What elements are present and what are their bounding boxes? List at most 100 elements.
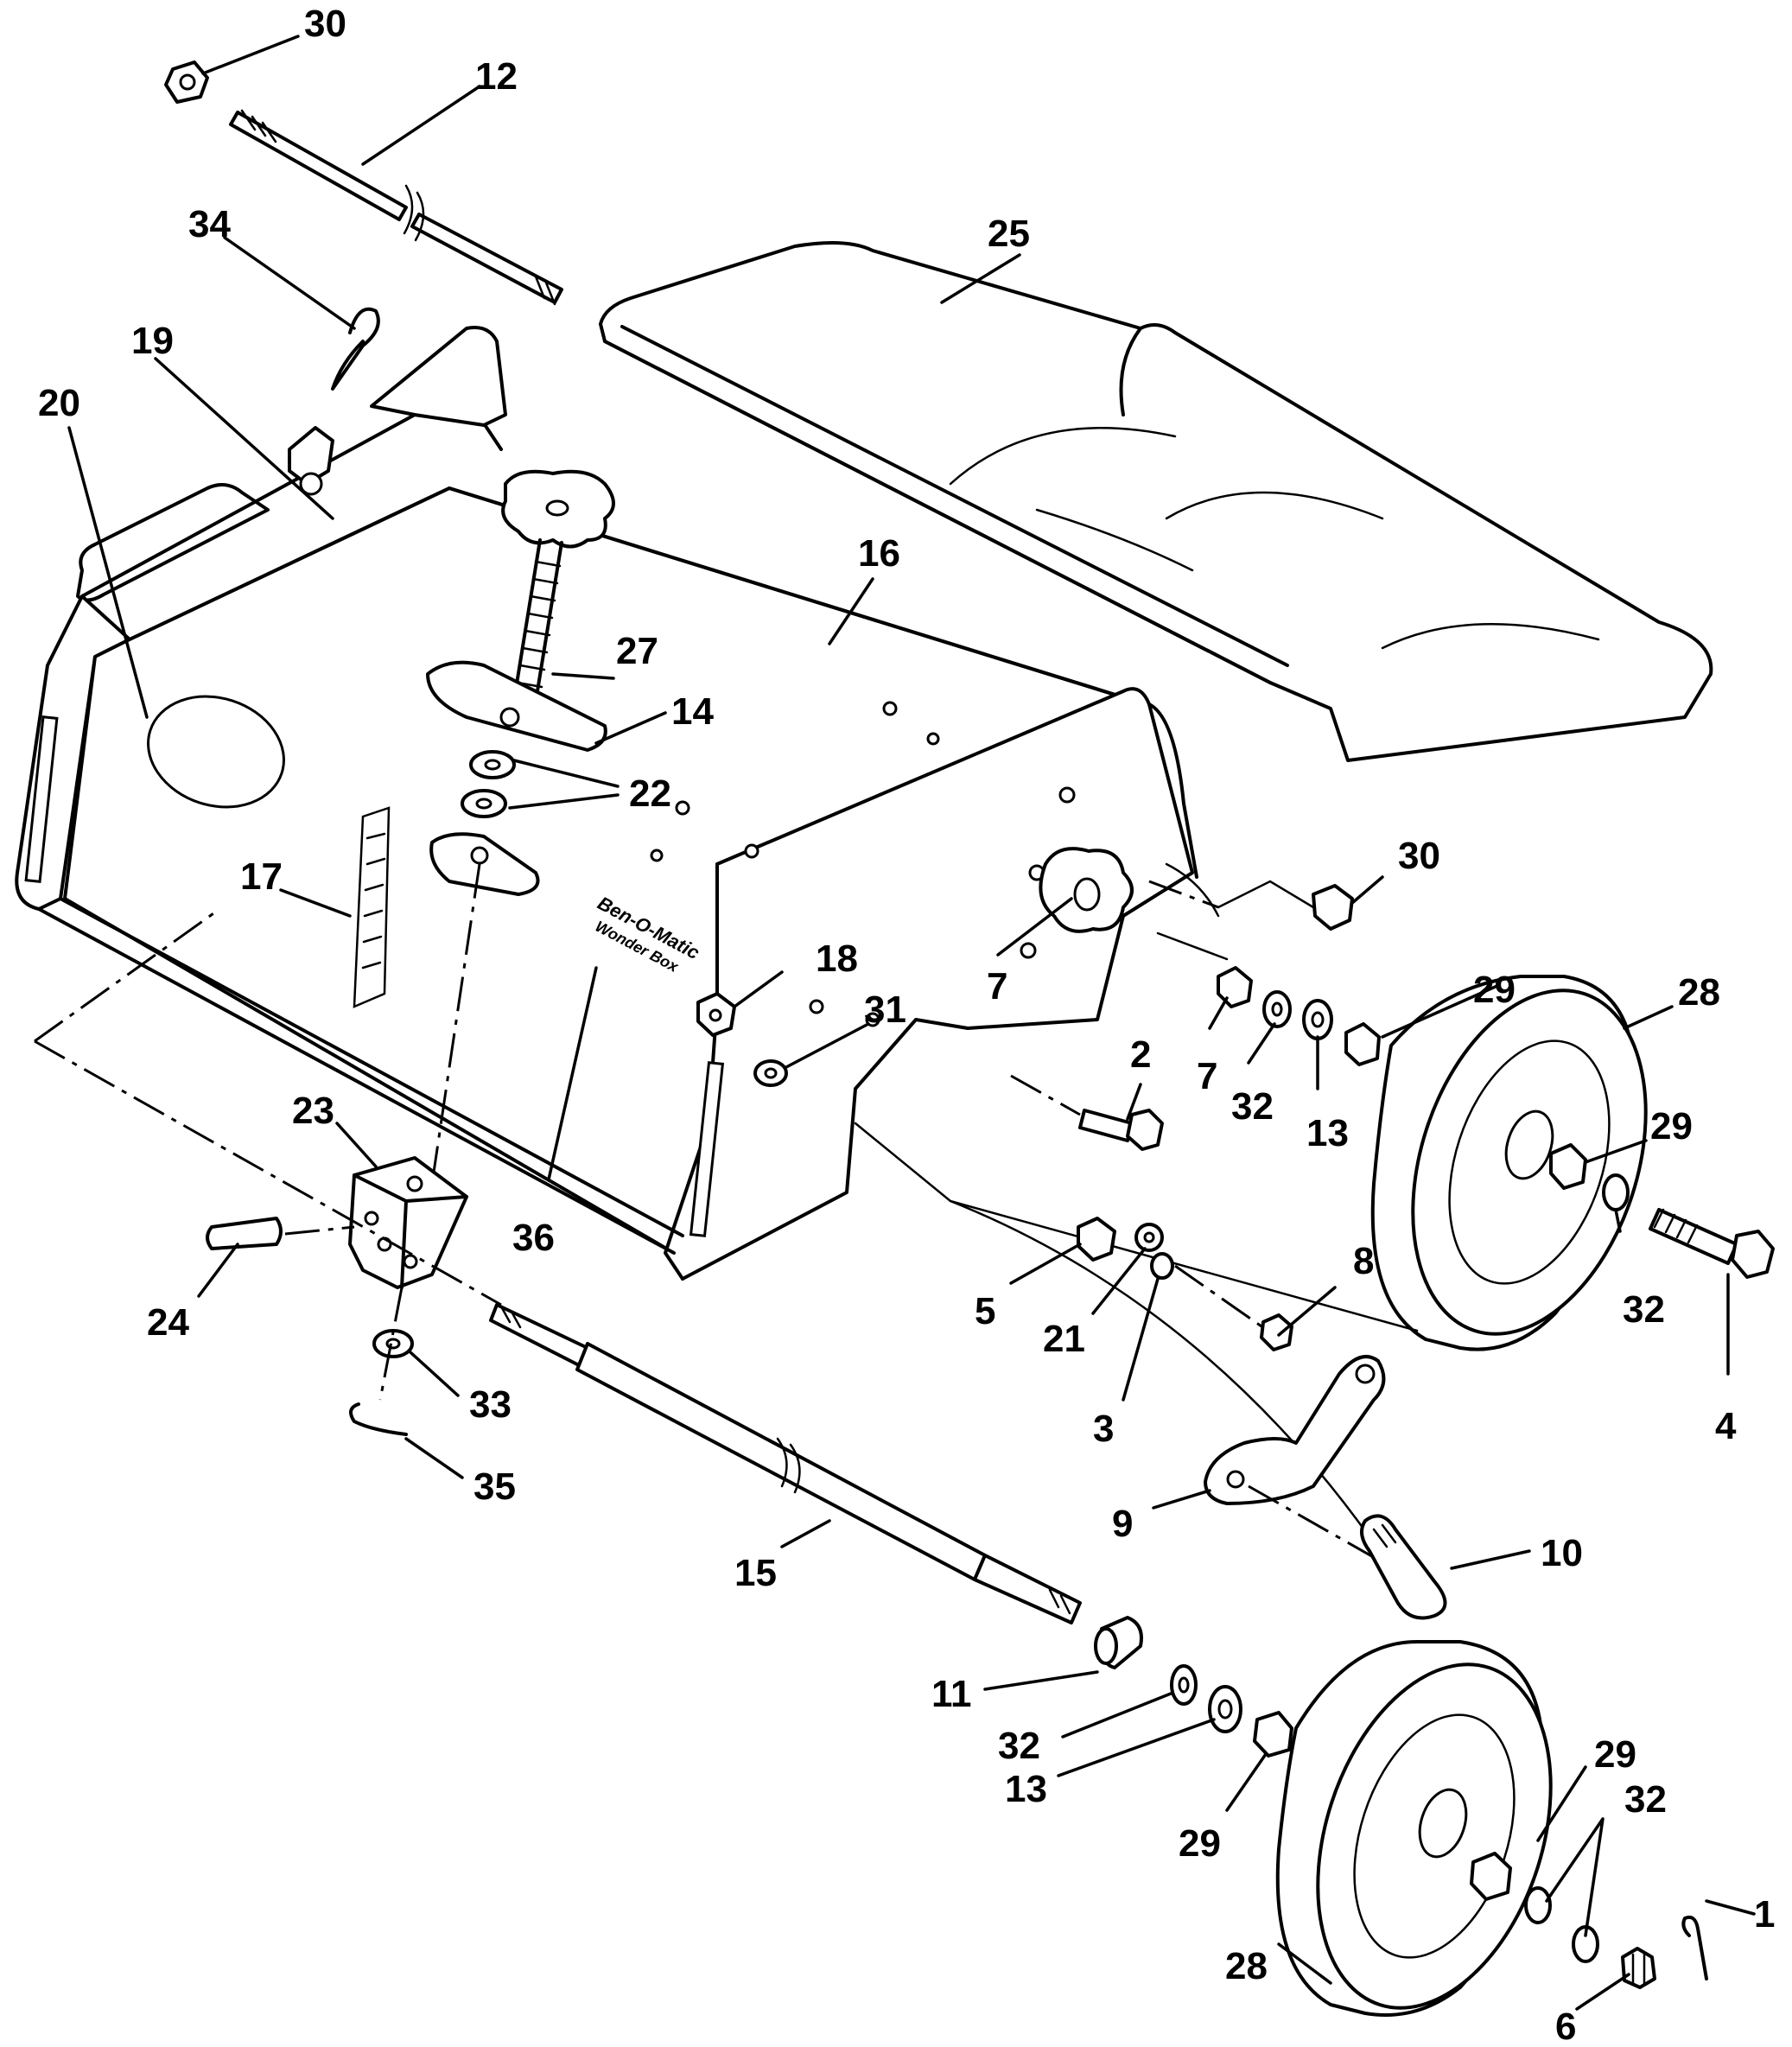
castle-nut-6 bbox=[1621, 1947, 1656, 1989]
callout-8: 8 bbox=[1353, 1240, 1374, 1282]
wheel-28-upper bbox=[1370, 975, 1648, 1351]
leader-lines bbox=[67, 35, 1756, 2011]
washer-32-hub-lower-a bbox=[1524, 1886, 1552, 1924]
callout-20: 20 bbox=[38, 382, 80, 424]
lower-adjuster-plate bbox=[429, 832, 540, 896]
callout-13-lower: 13 bbox=[1005, 1768, 1047, 1810]
callout-14: 14 bbox=[671, 690, 714, 733]
hopper-right-side-panel bbox=[664, 687, 1194, 1281]
right-side-slot bbox=[689, 1061, 725, 1237]
pin-24 bbox=[206, 1217, 283, 1250]
face-hole bbox=[1058, 786, 1076, 804]
callout-32-lower: 32 bbox=[998, 1725, 1040, 1767]
callout-4: 4 bbox=[1715, 1405, 1737, 1447]
callout-16: 16 bbox=[858, 532, 900, 575]
callout-31: 31 bbox=[864, 989, 906, 1031]
link-arm-9 bbox=[1204, 1355, 1386, 1505]
wheel-28-lower bbox=[1275, 1640, 1553, 2017]
callout-27: 27 bbox=[616, 630, 658, 672]
callout-33: 33 bbox=[469, 1383, 512, 1426]
face-hole bbox=[744, 843, 759, 859]
callout-1: 1 bbox=[1754, 1893, 1775, 1936]
callout-21: 21 bbox=[1043, 1318, 1085, 1360]
callout-3: 3 bbox=[1093, 1408, 1114, 1450]
bearing-29-right bbox=[1344, 1022, 1381, 1066]
adjustment-knob-assembly bbox=[426, 469, 615, 1185]
hex-nut-30-right bbox=[1312, 884, 1354, 931]
callout-22: 22 bbox=[629, 772, 671, 815]
callout-24: 24 bbox=[147, 1301, 189, 1344]
callout-32-hub-lower: 32 bbox=[1624, 1778, 1667, 1821]
callout-25: 25 bbox=[988, 213, 1030, 255]
callout-29-hub-lower: 29 bbox=[1594, 1733, 1636, 1776]
face-hole bbox=[926, 732, 940, 746]
callout-5: 5 bbox=[975, 1290, 995, 1332]
callout-30-right: 30 bbox=[1398, 835, 1440, 877]
callout-2: 2 bbox=[1130, 1033, 1151, 1076]
handle-bracket bbox=[288, 426, 334, 496]
callout-12: 12 bbox=[475, 55, 518, 98]
bolt-4 bbox=[1649, 1208, 1775, 1279]
callout-29-right: 29 bbox=[1473, 969, 1516, 1011]
agitator-shaft bbox=[229, 109, 563, 306]
face-hole bbox=[865, 1012, 880, 1027]
callout-13-right: 13 bbox=[1306, 1112, 1349, 1154]
washer-32-right bbox=[1262, 990, 1292, 1028]
washer-21 bbox=[1134, 1223, 1164, 1252]
washer-3 bbox=[1150, 1252, 1174, 1280]
face-hole bbox=[882, 701, 898, 716]
callout-32-right: 32 bbox=[1231, 1085, 1274, 1128]
bracket-pin-centerline bbox=[378, 1287, 404, 1401]
nut-5 bbox=[1077, 1217, 1116, 1262]
link-centerline bbox=[1248, 1484, 1409, 1579]
spacer-13-right bbox=[1302, 999, 1333, 1040]
callout-19: 19 bbox=[131, 320, 174, 362]
callout-36: 36 bbox=[512, 1217, 555, 1259]
pin-24-centerline bbox=[284, 1225, 355, 1236]
washer-31 bbox=[753, 1059, 788, 1087]
callout-18: 18 bbox=[816, 938, 858, 980]
callout-9: 9 bbox=[1112, 1503, 1133, 1545]
label-oval bbox=[147, 695, 285, 809]
callout-35: 35 bbox=[473, 1465, 516, 1508]
bearing-29-lower bbox=[1253, 1711, 1293, 1758]
face-hole bbox=[1020, 942, 1037, 959]
face-hole bbox=[809, 999, 824, 1014]
callout-29-hub: 29 bbox=[1650, 1105, 1693, 1147]
washer-32-lower bbox=[1170, 1664, 1198, 1706]
callout-labels: 30 12 34 25 19 20 16 27 14 22 17 30 18 7… bbox=[38, 3, 1775, 2047]
bolt-2 bbox=[1078, 1109, 1164, 1151]
adjustment-knob-7 bbox=[1039, 847, 1134, 933]
hairpin-clip-34 bbox=[331, 307, 380, 391]
callout-28-lower: 28 bbox=[1225, 1945, 1268, 1987]
callout-11: 11 bbox=[931, 1673, 972, 1715]
nut-30-line bbox=[1217, 880, 1315, 909]
axle-centerline-2 bbox=[34, 1039, 502, 1306]
hopper-bolt-line bbox=[1156, 862, 1229, 961]
nut-18 bbox=[696, 992, 736, 1037]
knob-centerline bbox=[1148, 880, 1219, 909]
washer-33 bbox=[372, 1329, 414, 1358]
callout-29-lower: 29 bbox=[1179, 1822, 1221, 1865]
callout-15: 15 bbox=[734, 1552, 777, 1594]
face-hole bbox=[650, 849, 664, 862]
linkage-guide-line-2 bbox=[949, 1199, 1384, 1557]
callout-10: 10 bbox=[1541, 1532, 1583, 1574]
cotter-35 bbox=[349, 1402, 408, 1436]
threaded-rod bbox=[512, 538, 563, 703]
callout-7-nut: 7 bbox=[1197, 1055, 1217, 1097]
linkage-guide-line bbox=[854, 1122, 1419, 1332]
callout-32-bolt: 32 bbox=[1623, 1288, 1665, 1331]
callout-34: 34 bbox=[188, 203, 231, 245]
face-hole bbox=[675, 800, 690, 816]
hopper-body: Ben-O-Matic Wonder Box bbox=[15, 326, 1198, 1281]
bearing-29-hub-upper bbox=[1549, 1143, 1587, 1190]
nut-8 bbox=[1260, 1313, 1293, 1351]
callout-23: 23 bbox=[292, 1090, 334, 1132]
axle-15 bbox=[489, 1303, 1082, 1624]
knob-7-nut bbox=[1217, 966, 1253, 1008]
bolt-2-centerline bbox=[1010, 1074, 1081, 1116]
hopper-handle-mount bbox=[370, 326, 507, 427]
agitator-cover bbox=[599, 241, 1713, 762]
spacer-13-lower bbox=[1208, 1685, 1242, 1733]
